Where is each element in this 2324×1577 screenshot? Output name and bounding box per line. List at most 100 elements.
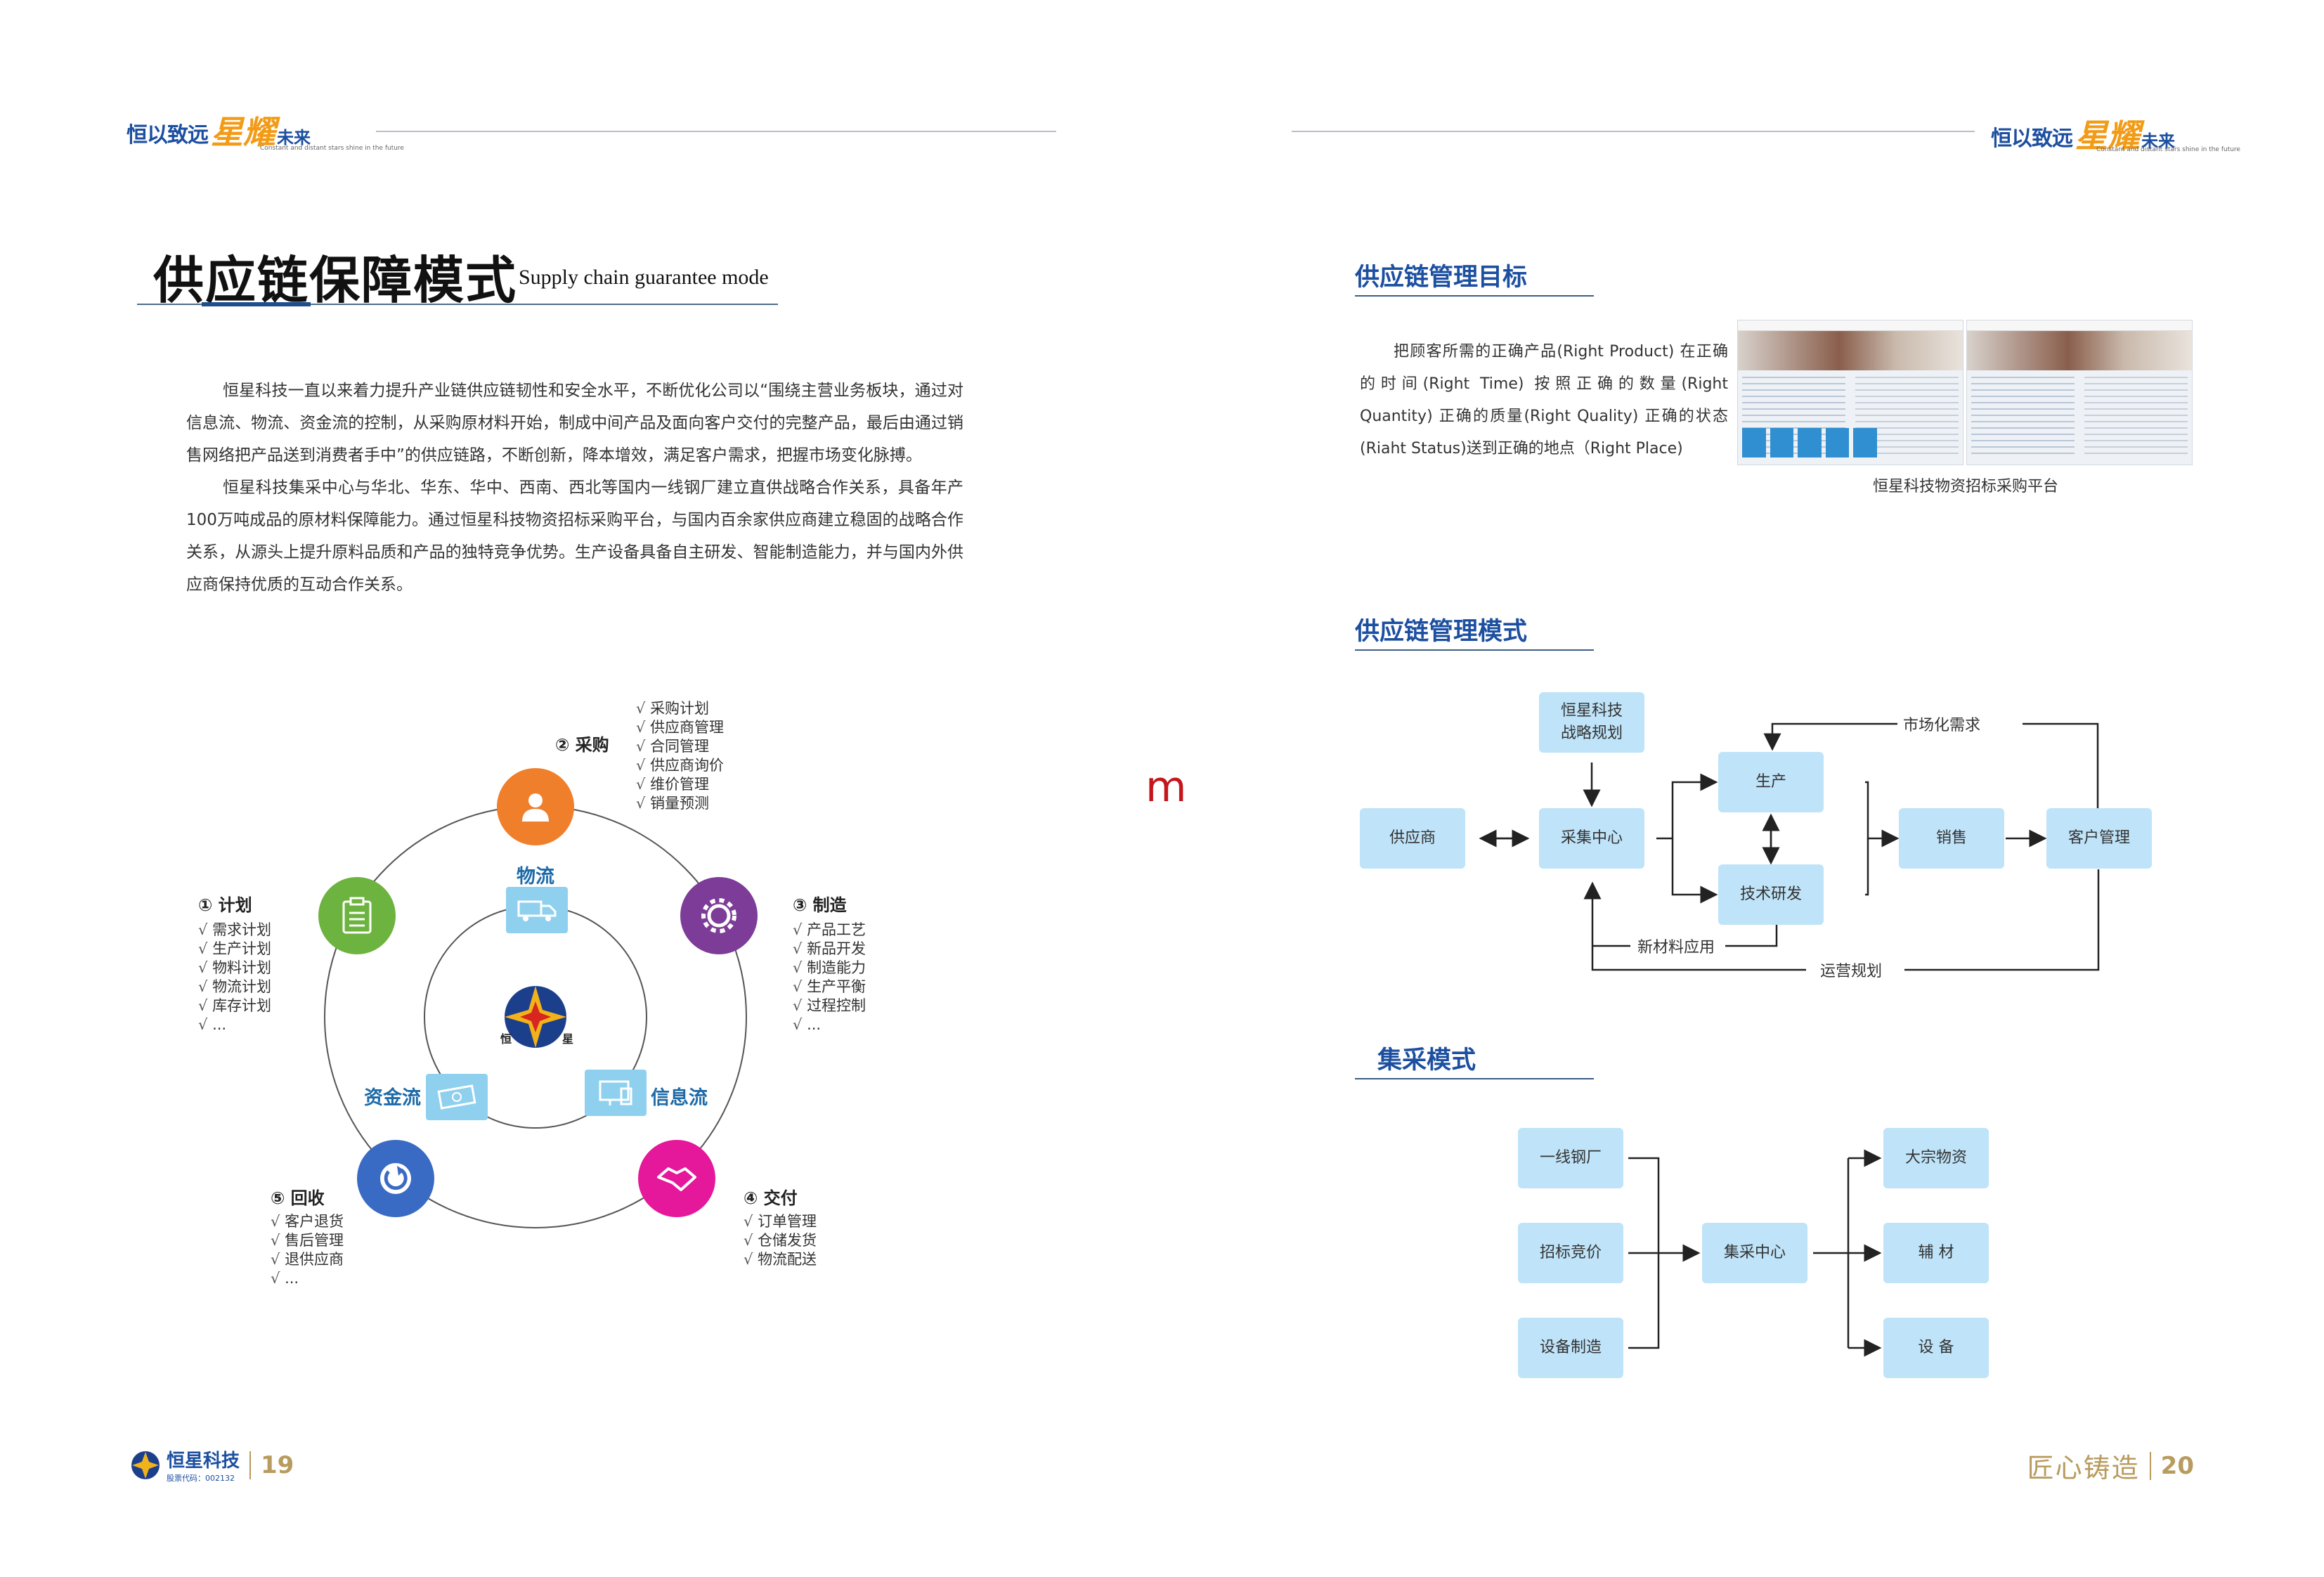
buyer-icon [522,793,549,822]
plan-item: ... [198,1015,271,1034]
auxiliary-materials-box: 辅 材 [1883,1223,1989,1283]
equipment-making-box: 设备制造 [1518,1318,1623,1378]
plan-item: 库存计划 [198,997,271,1015]
header-brand-right: 恒以致远 星耀 未来 [1991,119,2175,152]
mode-title-rule [1355,649,1594,651]
brand-part3: 未来 [2141,131,2175,151]
page-number-right: 20 [2160,1451,2194,1480]
bulk-materials-box: 大宗物资 [1883,1128,1989,1188]
manufacture-item: 制造能力 [793,959,866,978]
header-rule-left [376,131,1056,132]
delivery-item: 物流配送 [744,1250,817,1269]
page-number-left: 19 [261,1451,294,1479]
brand-part2: 星耀 [211,113,275,151]
platform-screenshot-1 [1737,320,1963,465]
flow-capital-label: 资金流 [364,1087,421,1109]
platform-screenshot-2 [1966,320,2193,465]
delivery-node [638,1140,715,1217]
purchase-item: 供应商管理 [636,718,724,737]
recycle-node [357,1140,434,1217]
manufacture-label: ③ 制造 [793,895,847,915]
page-title: 供应链保障模式 [153,250,518,310]
recycle-icon [380,1163,411,1194]
strategy-box: 恒星科技 战略规划 [1539,692,1644,753]
rnd-box: 技术研发 [1718,864,1824,925]
production-box: 生产 [1718,752,1824,812]
title-rule-accent [202,302,311,306]
brand-subtitle-left: Constant and distant stars shine in the … [260,145,404,152]
recycle-item: 退供应商 [271,1250,344,1269]
center-logo-text-2: 星 [562,1032,574,1046]
footer-slogan: 匠心铸造 [2027,1453,2140,1484]
footer-divider [249,1451,252,1479]
purchase-item: 维价管理 [636,775,724,794]
delivery-list: 订单管理 仓储发货 物流配送 [744,1212,817,1269]
collect-center-box: 采集中心 [1539,808,1644,869]
footer-divider [2149,1451,2151,1480]
monitor-icon [585,1070,647,1116]
manufacture-list: 产品工艺 新品开发 制造能力 生产平衡 过程控制 ... [793,921,866,1034]
purchase-item: 销量预测 [636,794,724,813]
sales-box: 销售 [1899,808,2004,869]
goal-paragraph: 把顾客所需的正确产品(Right Product) 在正确的时间(Right T… [1360,343,1728,457]
plan-item: 生产计划 [198,940,271,959]
goal-text: 把顾客所需的正确产品(Right Product) 在正确的时间(Right T… [1360,336,1728,465]
purchase-label: ② 采购 [555,735,609,755]
clipboard-icon [342,897,372,934]
plan-item: 物流计划 [198,978,271,997]
brand-part1: 恒以致远 [1991,126,2073,151]
manufacture-node [680,877,758,954]
footer-stock-code: 股票代码：002132 [167,1474,235,1483]
center-logo-text-1: 恒 [500,1032,512,1046]
manufacture-item: 新品开发 [793,940,866,959]
footer-left: 恒星科技 股票代码：002132 19 [130,1446,294,1484]
brand-part2: 星耀 [2075,117,2140,155]
supplier-box: 供应商 [1360,808,1465,869]
flow-logistics-label: 物流 [517,866,554,888]
purchase-item: 供应商询价 [636,756,724,775]
manufacture-item: 产品工艺 [793,921,866,940]
title-rule [137,304,778,305]
header-brand-left: 恒以致远 星耀 未来 [126,116,311,148]
company-logo-icon [131,1451,160,1479]
flow-information-label: 信息流 [651,1087,708,1109]
plan-label: ① 计划 [198,895,252,915]
purchase-item: 合同管理 [636,737,724,756]
steel-mill-box: 一线钢厂 [1518,1128,1623,1188]
manufacture-item: 过程控制 [793,997,866,1015]
truck-icon [506,887,568,933]
platform-caption: 恒星科技物资招标采购平台 [1873,478,2059,495]
handshake-icon [657,1167,696,1191]
page-title-en: Supply chain guarantee mode [519,266,769,289]
manufacture-item: 生产平衡 [793,978,866,997]
brand-subtitle-right: Constant and distant stars shine in the … [2096,146,2240,153]
brand-part1: 恒以致远 [126,123,209,148]
intro-paragraph-2: 恒星科技集采中心与华北、华东、华中、西南、西北等国内一线钢厂建立直供战略合作关系… [186,479,963,594]
left-page: 恒以致远 星耀 未来 Constant and distant stars sh… [0,0,1160,1577]
bidding-box: 招标竞价 [1518,1223,1623,1283]
delivery-label: ④ 交付 [744,1188,798,1208]
plan-item: 物料计划 [198,959,271,978]
operation-plan-label: 运营规划 [1820,963,1883,980]
purchase-list: 采购计划 供应商管理 合同管理 供应商询价 维价管理 销量预测 [636,699,724,813]
market-demand-label: 市场化需求 [1903,717,1981,734]
spine-mark: m [1145,762,1187,812]
intro-paragraph-1: 恒星科技一直以来着力提升产业链供应链韧性和安全水平，不断优化公司以“围绕主营业务… [186,382,963,465]
equipment-box: 设 备 [1883,1318,1989,1378]
gear-icon [701,898,736,933]
purchase-item: 采购计划 [636,699,724,718]
money-icon [426,1074,488,1120]
footer-company: 恒星科技 [167,1451,240,1472]
recycle-item: ... [271,1269,344,1288]
plan-list: 需求计划 生产计划 物料计划 物流计划 库存计划 ... [198,921,271,1034]
recycle-label: ⑤ 回收 [271,1188,325,1208]
plan-node [318,877,396,954]
collect-title-rule [1355,1078,1594,1079]
purchase-node [497,768,574,845]
manufacture-item: ... [793,1015,866,1034]
collect-title: 集采模式 [1377,1046,1476,1075]
delivery-item: 仓储发货 [744,1231,817,1250]
goal-title-rule [1355,295,1594,297]
center-logo-icon [505,986,566,1048]
goal-title: 供应链管理目标 [1355,264,1528,292]
